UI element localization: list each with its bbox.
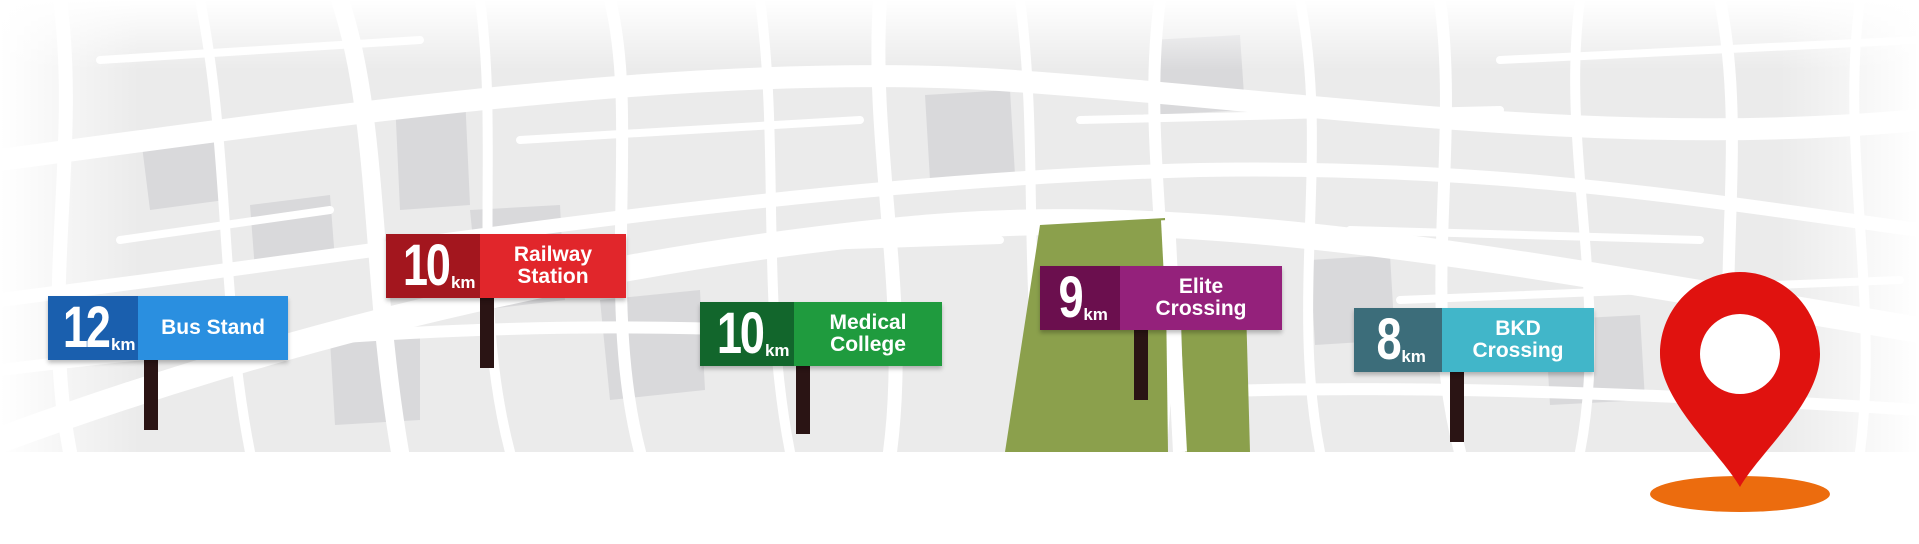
sign-place-name: BKD Crossing [1442,308,1594,372]
distance-unit: km [764,341,790,360]
sign-post [480,296,494,368]
sign-place-name: Medical College [794,302,942,366]
distance-unit: km [1401,347,1426,366]
distance-value: 9 [1058,265,1084,330]
distance-value: 8 [1376,307,1402,372]
distance-unit: km [1083,305,1108,324]
distance-value: 10 [403,233,451,298]
sign-post [144,356,158,430]
distance-value: 10 [717,301,765,366]
sign-place-name: Elite Crossing [1120,266,1282,330]
distance-unit: km [110,335,136,354]
sign-place-name: Bus Stand [138,296,288,360]
map-pin-icon [1650,272,1830,512]
distance-value: 12 [63,295,111,360]
sign-post [1134,326,1148,400]
sign-place-name: Railway Station [480,234,626,298]
distance-unit: km [450,273,476,292]
sign-post [1450,370,1464,442]
sign-post [796,362,810,434]
